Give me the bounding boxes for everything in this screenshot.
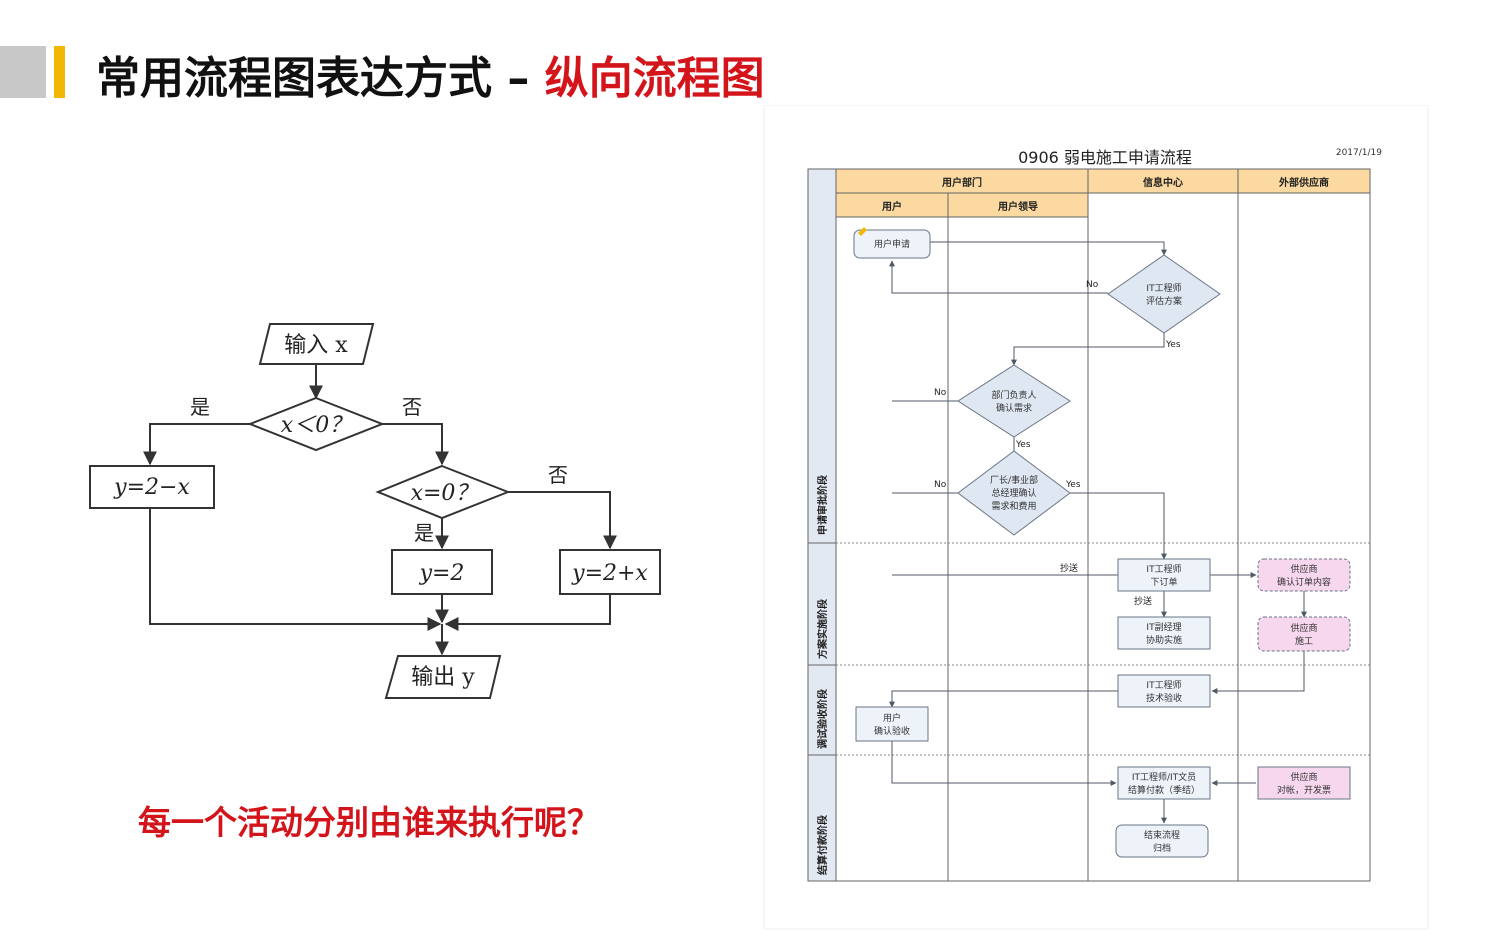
node-sup-build <box>1257 616 1351 652</box>
output-node <box>384 655 502 699</box>
yes2-label: 是 <box>414 521 434 545</box>
diagram-text-gm-confirm-2: 总经理确认 <box>991 487 1036 499</box>
diagram-text-no-b: No <box>934 388 947 398</box>
diagram-text-user-accept-2: 确认验收 <box>874 725 910 737</box>
title-highlight: 纵向流程图 <box>544 53 765 104</box>
dept-it: 信息中心 <box>1143 176 1183 189</box>
phase-implement: 方案实施阶段 <box>816 599 829 659</box>
node-it-order <box>1117 558 1211 592</box>
box-pos-label: y=2+x <box>571 561 648 586</box>
diagram-text-sup-build-2: 施工 <box>1295 635 1313 647</box>
no2-label: 否 <box>548 463 568 487</box>
phase-settle: 结算付款阶段 <box>816 815 829 875</box>
pencil-icon <box>858 227 867 236</box>
diagram-text-no-c: No <box>934 480 947 490</box>
diagram-text-dept-confirm-1: 部门负责人 <box>991 389 1036 401</box>
diagram-text-it-mgr-2: 协助实施 <box>1146 634 1182 646</box>
phase-apply: 申请审批阶段 <box>816 475 829 535</box>
node-dept-confirm <box>957 364 1071 438</box>
diagram-text-dept-confirm-2: 确认需求 <box>996 402 1032 414</box>
input-label: 输入 x <box>284 333 348 358</box>
input-node <box>258 323 375 365</box>
header-gray-bar <box>0 46 46 98</box>
node-it-settle <box>1117 766 1211 800</box>
node-it-eval <box>1107 254 1221 334</box>
diagram-text-user-apply: 用户申请 <box>874 238 910 250</box>
node-it-accept <box>1117 674 1211 708</box>
diagram-text-end-1: 结束流程 <box>1144 829 1180 841</box>
diagram-text-sup-confirm-1: 供应商 <box>1290 563 1317 575</box>
diagram-text-yes-a: Yes <box>1165 340 1181 350</box>
diagram-text-yes-c: Yes <box>1065 480 1081 490</box>
yes1-label: 是 <box>190 395 210 419</box>
diagram-text-user-accept-1: 用户 <box>883 712 901 724</box>
diagram-text-it-settle-2: 结算付款（季结） <box>1128 784 1200 796</box>
diagram-text-gm-confirm-1: 厂长/事业部 <box>990 474 1038 486</box>
box-neg-label: y=2−x <box>113 475 190 500</box>
node-user-accept <box>855 706 929 742</box>
diagram-text-it-order-1: IT工程师 <box>1146 563 1181 575</box>
no1-label: 否 <box>402 395 422 419</box>
node-gm-confirm <box>957 450 1071 536</box>
decision-x-lt-0 <box>247 396 385 452</box>
page-title: 常用流程图表达方式 – 纵向流程图 <box>96 53 765 104</box>
node-user-apply <box>853 229 931 259</box>
box-zero-label: y=2 <box>419 561 465 586</box>
diagram-text-it-eval-1: IT工程师 <box>1146 282 1181 294</box>
diagram-text-end-2: 归档 <box>1153 842 1171 854</box>
diagram-text-sup-invoice-2: 对帐，开发票 <box>1277 784 1331 796</box>
diagram-text-it-order-2: 下订单 <box>1150 576 1177 588</box>
diagram-text-gm-confirm-3: 需求和费用 <box>991 500 1036 512</box>
diagram-text-sup-build-1: 供应商 <box>1290 622 1317 634</box>
dept-user: 用户部门 <box>941 176 982 189</box>
header-accent-bar <box>54 46 65 98</box>
simple-flowchart: 输入 x x＜0？ 是 否 y=2−x x=0？ 否 是 y=2 y=2+x 输… <box>89 323 661 699</box>
diagram-text-it-accept-1: IT工程师 <box>1146 679 1181 691</box>
diagram-text-cc-a: 抄送 <box>1060 562 1078 574</box>
question-text: 每一个活动分别由谁来执行呢？ <box>138 803 600 842</box>
output-label: 输出 y <box>411 665 475 690</box>
lane-leader: 用户领导 <box>997 200 1038 213</box>
dept-supplier: 外部供应商 <box>1278 176 1329 189</box>
diagram-text-sup-confirm-2: 确认订单内容 <box>1277 576 1331 588</box>
lane-user: 用户 <box>881 200 902 213</box>
diagram-text-it-eval-2: 评估方案 <box>1146 295 1182 307</box>
box-y-2-plus-x <box>559 549 661 595</box>
diagram-text-it-accept-2: 技术验收 <box>1146 692 1182 704</box>
box-y-2-minus-x <box>89 465 215 509</box>
box-y-2 <box>391 549 493 595</box>
decision1-label: x＜0？ <box>281 413 351 438</box>
diagram-text-yes-b: Yes <box>1015 440 1031 450</box>
decision2-label: x=0？ <box>411 481 478 506</box>
node-end <box>1115 824 1209 858</box>
swimlane-title: 0906 弱电施工申请流程 <box>1018 148 1192 167</box>
diagram-text-cc-b: 抄送 <box>1134 595 1152 607</box>
swimlane-diagram: 0906 弱电施工申请流程 2017/1/19 用户部门 信息中心 外部供应商 … <box>763 105 1429 930</box>
diagram-text-it-settle-1: IT工程师/IT文员 <box>1132 771 1196 783</box>
diagram-text-sup-invoice-1: 供应商 <box>1290 771 1317 783</box>
diagram-text-it-mgr-1: IT副经理 <box>1146 621 1181 633</box>
swimlane-date: 2017/1/19 <box>1336 148 1382 158</box>
diagram-text-no-a: No <box>1086 280 1099 290</box>
node-it-mgr <box>1117 616 1211 650</box>
node-sup-confirm <box>1257 558 1351 592</box>
phase-accept: 调试验收阶段 <box>816 689 829 749</box>
node-sup-invoice <box>1257 766 1351 800</box>
